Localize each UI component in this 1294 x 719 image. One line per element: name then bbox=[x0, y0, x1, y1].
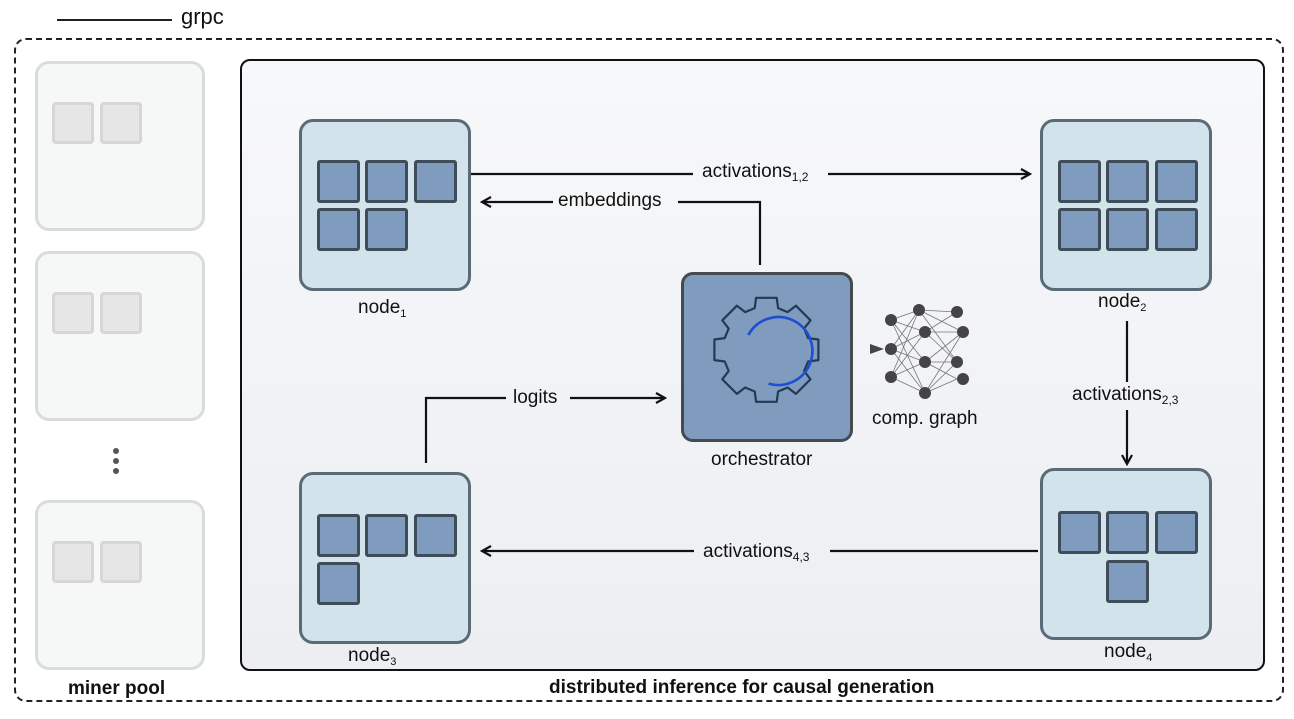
edge-embeddings-label: embeddings bbox=[558, 190, 662, 211]
legend-label: grpc bbox=[181, 4, 224, 29]
chip bbox=[1058, 208, 1101, 251]
orchestrator-label: orchestrator bbox=[711, 449, 813, 470]
chip bbox=[1058, 511, 1101, 554]
chip bbox=[365, 514, 408, 557]
edge-logits-line bbox=[424, 396, 506, 463]
legend-line bbox=[57, 19, 172, 21]
chip bbox=[317, 208, 360, 251]
panel-title: distributed inference for causal generat… bbox=[549, 677, 935, 698]
chip bbox=[365, 160, 408, 203]
node-4[interactable] bbox=[1040, 468, 1212, 640]
chip bbox=[1106, 208, 1149, 251]
node-2-label: node2 bbox=[1098, 291, 1147, 314]
orchestrator[interactable] bbox=[681, 272, 853, 442]
gear-icon bbox=[713, 296, 820, 403]
chip bbox=[1155, 208, 1198, 251]
pool-chip bbox=[100, 102, 142, 144]
chip bbox=[317, 562, 360, 605]
chip bbox=[1106, 160, 1149, 203]
node-2[interactable] bbox=[1040, 119, 1212, 291]
chip bbox=[1106, 560, 1149, 603]
pool-chip bbox=[100, 541, 142, 583]
chip bbox=[317, 514, 360, 557]
miner-pool-label: miner pool bbox=[68, 678, 166, 699]
edge-a12-label: activations1,2 bbox=[702, 161, 809, 184]
edge-logits-label: logits bbox=[513, 387, 558, 408]
pool-card-1 bbox=[35, 61, 205, 231]
node-1[interactable] bbox=[299, 119, 471, 291]
chip bbox=[414, 514, 457, 557]
chip bbox=[1106, 511, 1149, 554]
edge-embeddings-line bbox=[678, 200, 762, 265]
pool-ellipsis bbox=[113, 448, 121, 478]
pool-card-3 bbox=[35, 500, 205, 670]
chip bbox=[317, 160, 360, 203]
edge-a43-label: activations4,3 bbox=[703, 541, 810, 564]
pool-chip bbox=[100, 292, 142, 334]
neural-network-icon bbox=[870, 304, 969, 399]
chip bbox=[414, 160, 457, 203]
pool-chip bbox=[52, 541, 94, 583]
pool-chip bbox=[52, 102, 94, 144]
chip bbox=[1155, 160, 1198, 203]
chip bbox=[1155, 511, 1198, 554]
comp-graph-label: comp. graph bbox=[872, 408, 978, 429]
pool-chip bbox=[52, 292, 94, 334]
chip bbox=[365, 208, 408, 251]
chip bbox=[1058, 160, 1101, 203]
node-3[interactable] bbox=[299, 472, 471, 644]
node-3-label: node3 bbox=[348, 645, 397, 668]
pool-card-2 bbox=[35, 251, 205, 421]
node-1-label: node1 bbox=[358, 297, 407, 320]
node-4-label: node4 bbox=[1104, 641, 1153, 664]
edge-a23-label: activations2,3 bbox=[1072, 384, 1179, 407]
outer-container bbox=[14, 38, 1284, 702]
